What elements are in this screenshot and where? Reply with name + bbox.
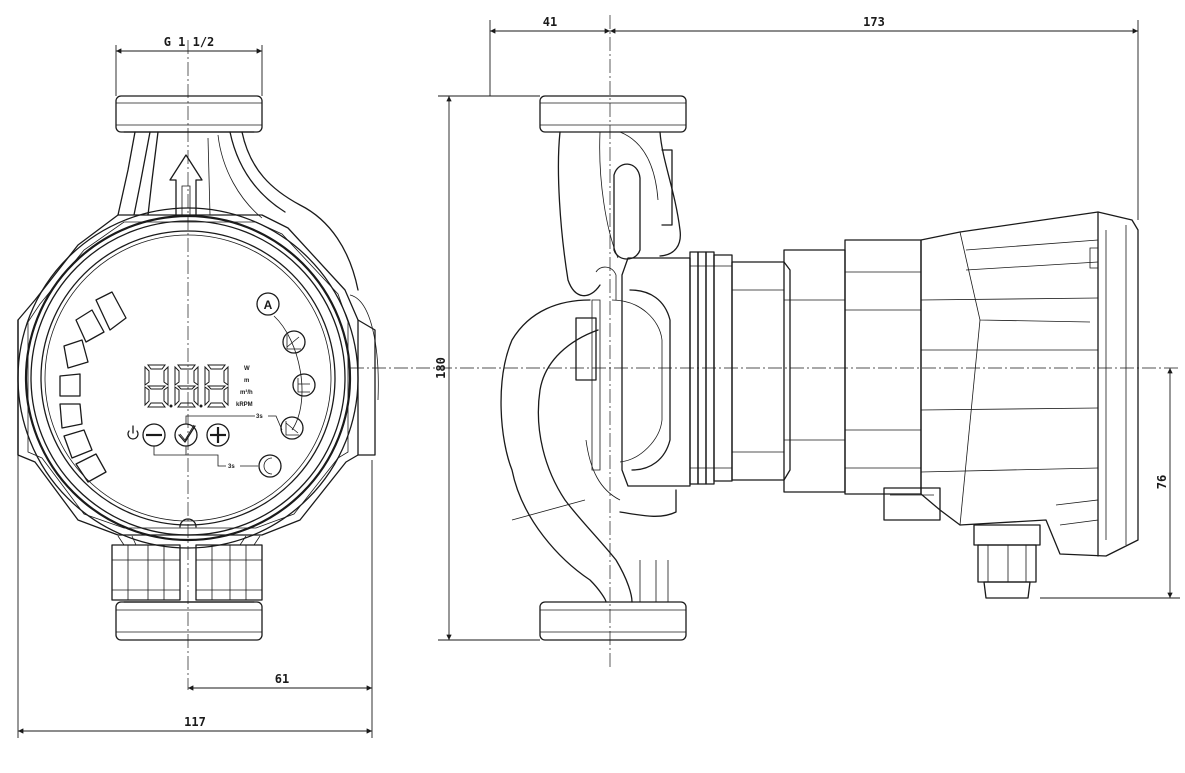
constant-pressure-icon — [292, 373, 316, 397]
front-bottom-flange — [115, 601, 263, 641]
front-top-flange — [115, 95, 263, 133]
night-mode-icon — [258, 454, 282, 478]
seven-segment-display — [144, 364, 229, 408]
minus-button[interactable] — [142, 423, 166, 447]
side-motor-stator — [731, 239, 922, 495]
axis-offset-label: 76 — [1155, 475, 1169, 489]
led-level-bar — [59, 291, 127, 483]
front-cable-glands — [111, 535, 263, 601]
side-cable-gland — [973, 524, 1041, 599]
side-pump-body — [500, 131, 681, 603]
half-width-label: 61 — [275, 672, 289, 686]
front-depth-label: 41 — [543, 15, 557, 29]
flow-direction-arrow — [169, 154, 203, 216]
auto-mode-icon — [256, 292, 280, 316]
front-neck — [117, 131, 359, 291]
mode-indicators: A — [256, 292, 316, 478]
height-label: 180 — [434, 357, 448, 379]
unit-power-label: W — [244, 366, 250, 372]
confirm-button[interactable] — [174, 423, 198, 447]
front-view: W m m³/h kRPM A — [17, 40, 379, 690]
hold-time-label-top: 3s — [256, 414, 263, 420]
side-top-flange — [539, 95, 687, 133]
thread-size-label: G 1 1/2 — [164, 35, 215, 49]
side-bottom-flange — [539, 601, 687, 641]
plus-button[interactable] — [206, 423, 230, 447]
unit-head-label: m — [244, 378, 249, 384]
power-icon — [127, 425, 139, 440]
hold-time-label-bottom: 3s — [228, 464, 235, 470]
control-buttons: 3s 3s — [127, 414, 283, 470]
unit-speed-label: kRPM — [236, 402, 253, 408]
total-width-label: 117 — [184, 715, 206, 729]
side-motor-flange — [611, 251, 733, 487]
side-dimensions: 41 173 180 76 — [434, 15, 1180, 641]
side-control-box — [883, 211, 1139, 557]
side-view — [350, 15, 1180, 668]
proportional-pressure-icon — [282, 330, 306, 354]
front-dimensions: G 1 1/2 117 61 — [17, 35, 373, 738]
auto-mode-label: A — [264, 298, 273, 312]
constant-curve-icon — [280, 416, 304, 440]
rear-depth-label: 173 — [863, 15, 885, 29]
unit-flow-label: m³/h — [240, 389, 253, 396]
